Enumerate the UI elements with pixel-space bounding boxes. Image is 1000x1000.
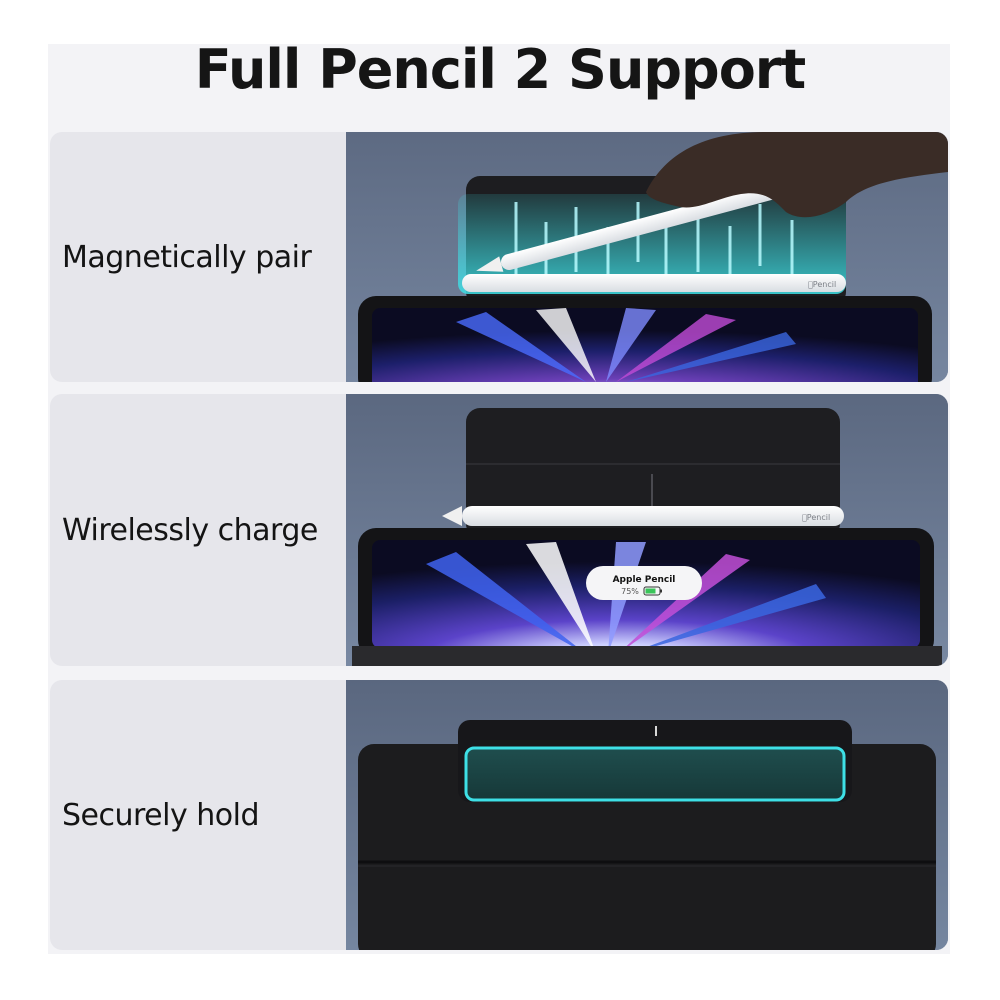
- pencil-brand-text: Pencil: [802, 513, 830, 522]
- feature-label-secure-hold: Securely hold: [62, 797, 260, 833]
- hand-illustration: [646, 132, 948, 218]
- docked-pencil: [462, 506, 844, 526]
- popup-battery-level: 75%: [621, 587, 639, 596]
- wireless-charge-illustration: Pencil Apple Pencil 75%: [346, 394, 948, 666]
- tablet-screen: [372, 308, 918, 382]
- feature-panel-wireless-charge: Wirelessly charge: [50, 394, 948, 666]
- feature-label-wireless-charge: Wirelessly charge: [62, 512, 318, 548]
- magnetic-pair-photo: Pencil: [346, 132, 948, 382]
- wireless-charge-photo: Pencil Apple Pencil 75%: [346, 394, 948, 666]
- pencil-brand-text: Pencil: [808, 280, 836, 289]
- secure-hold-photo: [346, 680, 948, 950]
- feature-label-magnetic-pair: Magnetically pair: [62, 239, 312, 275]
- holder-glow-outline: [464, 746, 846, 802]
- battery-popup: Apple Pencil 75%: [586, 566, 702, 600]
- magnetic-pair-illustration: Pencil: [346, 132, 948, 382]
- page-title: Full Pencil 2 Support: [194, 38, 807, 101]
- secure-hold-illustration: [346, 680, 948, 950]
- popup-device-name: Apple Pencil: [613, 575, 676, 585]
- case-flap: [466, 408, 840, 538]
- magnetic-glow: [458, 194, 846, 294]
- feature-panel-magnetic-pair: Magnetically pair: [50, 132, 948, 382]
- docked-pencil: [462, 274, 846, 292]
- feature-panel-secure-hold: Securely hold: [50, 680, 948, 950]
